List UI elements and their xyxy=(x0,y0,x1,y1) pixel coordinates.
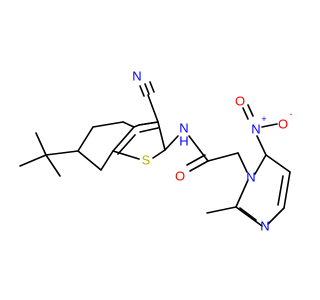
bond xyxy=(261,123,278,128)
nitro-minus-charge: - xyxy=(290,109,293,119)
bond xyxy=(149,81,155,93)
nitro-oxygen-1: O xyxy=(278,117,288,132)
bond xyxy=(235,206,263,227)
bond xyxy=(117,134,136,155)
bond xyxy=(235,179,249,208)
bond xyxy=(267,207,285,225)
bond xyxy=(144,83,150,95)
bond xyxy=(133,124,140,128)
imidazole-n1: N xyxy=(246,170,255,185)
bond xyxy=(207,152,239,162)
bond xyxy=(256,135,267,156)
amide-nitrogen: N xyxy=(179,121,188,136)
bond xyxy=(19,154,47,167)
bond xyxy=(188,135,209,162)
bond xyxy=(239,207,257,221)
bond xyxy=(139,85,145,97)
bond xyxy=(138,121,159,126)
nitro-oxygen-2: O xyxy=(235,94,245,109)
bond xyxy=(152,149,166,159)
carbonyl-oxygen: O xyxy=(175,169,185,184)
bonds xyxy=(19,81,291,227)
bond xyxy=(265,154,291,173)
bond xyxy=(164,135,179,151)
bond xyxy=(186,154,206,166)
bond xyxy=(77,150,102,171)
bond xyxy=(189,160,209,172)
bond xyxy=(242,107,249,120)
bond xyxy=(122,121,135,128)
bond xyxy=(139,127,159,133)
nitrile-nitrogen: N xyxy=(132,69,141,84)
bond xyxy=(283,171,291,209)
molecule-diagram: N N H S O N N N + O - O xyxy=(19,69,293,234)
bond xyxy=(112,126,135,152)
nitro-plus-charge: + xyxy=(261,114,266,124)
bond xyxy=(247,104,254,117)
bond xyxy=(277,175,284,206)
bond xyxy=(45,150,79,156)
bond xyxy=(45,154,61,177)
nitro-nitrogen: N xyxy=(251,122,260,137)
bond xyxy=(147,94,159,123)
bond xyxy=(92,121,124,128)
bond xyxy=(254,154,267,175)
thiophene-sulfur: S xyxy=(142,153,151,168)
bond xyxy=(77,126,94,152)
structure-canvas: N N H S O N N N + O - O xyxy=(19,69,293,234)
imidazole-n3: N xyxy=(260,219,269,234)
amide-hydrogen: H xyxy=(179,134,188,149)
bond xyxy=(112,150,140,160)
bond xyxy=(100,150,114,171)
bond xyxy=(237,152,248,173)
bond xyxy=(157,121,166,151)
bond xyxy=(206,206,237,214)
bond xyxy=(35,132,47,156)
